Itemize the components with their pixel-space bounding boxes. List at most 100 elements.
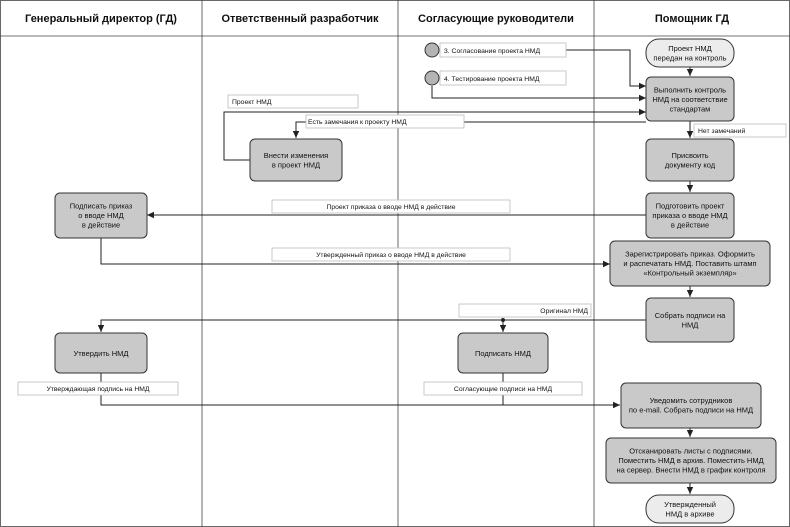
node-notify-shape [620,382,762,429]
node-text-line: НМД на соответствие [652,95,727,104]
label-approved-order-box [271,247,511,262]
node-text-line: документу код [665,161,716,170]
event-e4-label: 4. Тестирование проекта НМД [444,76,540,83]
connector-collect-approve [97,319,646,332]
label-remarks: Есть замечания к проекту НМД [308,119,407,126]
node-text-line: Уведомить сотрудников [650,396,733,405]
connector-check-fix [292,121,646,138]
branch-dot [501,318,505,322]
label-project-box [227,94,359,109]
node-text-line: на сервер. Внести НМД в график контроля [616,465,765,474]
node-text-line: Подготовить проект [656,201,725,210]
node-text-line: стандартам [670,104,711,113]
connector-fix-check [223,108,646,161]
node-text-line: НМД в архиве [665,510,714,519]
node-text-line: Отсканировать листы с подписями. [629,446,753,455]
label-remarks-box [305,114,465,129]
node-scan-text: Отсканировать листы с подписями.Поместит… [616,446,765,474]
node-text-line: Зарегистрировать приказ. Оформить [625,249,755,258]
node-start-shape [645,38,735,68]
label-approving-sign: Утверждающая подпись на НМД [46,386,149,393]
node-register-shape [609,240,771,287]
label-order-project: Проект приказа о вводе НМД в действие [326,203,455,211]
node-text-line: НМД [682,321,699,330]
node-prepare-order-shape [645,192,735,239]
event-e4-circle [424,70,440,86]
node-sign-nmd-shape [457,332,549,374]
node-approve: Утвердить НМД [54,332,148,374]
label-approving-sign-box [17,381,179,396]
node-text-line: приказа о вводе НМД [652,211,727,220]
node-text-line: «Контрольный экземпляр» [643,268,736,277]
node-sign-order-shape [54,192,148,239]
lane-header-director: Генеральный директор (ГД) [25,13,177,25]
node-text-line: в действие [82,220,120,229]
label-original-box [458,303,592,318]
connector-labels: Проект НМД Есть замечания к проекту НМД … [17,94,787,396]
node-text-line: Присвоить [671,151,708,160]
node-text-line: по e-mail. Собрать подписи на НМД [629,406,753,415]
node-text-line: Собрать подписи на [655,311,726,320]
label-project: Проект НМД [232,99,272,106]
node-text-line: в проект НМД [272,161,320,170]
node-text-line: о вводе НМД [78,211,124,220]
event-e3-label: 3. Согласование проекта НМД [444,48,540,55]
node-assign-code-shape [645,138,735,182]
node-text-line: Подписать НМД [475,349,531,358]
connector-sign-register [100,238,610,268]
event-e4-label-box [439,70,567,86]
label-agreeing-signs-box [423,381,583,396]
event-e3-circle [424,42,440,58]
node-text-line: Поместить НМД в архив. Поместить НМД [618,456,763,465]
event-e3: 3. Согласование проекта НМД [424,42,567,58]
connector-e4-check [431,86,646,102]
lane-header-managers: Согласующие руководители [418,13,574,25]
node-text-line: Утвержденный [664,500,716,509]
node-text-line: Проект НМД [668,44,712,53]
lane-header-developer: Ответственный разработчик [221,13,379,25]
node-text-line: Подписать приказ [70,201,133,210]
node-sign-nmd-text: Подписать НМД [475,349,531,358]
event-e3-label-box [439,42,567,58]
node-text-line: Внести изменения [264,151,328,160]
node-approve-shape [54,332,148,374]
node-text-line: и распечатать НМД. Поставить штамп [623,259,756,268]
node-text-line: передан на контроль [653,54,726,63]
node-end-shape [645,494,735,524]
node-text-line: Выполнить контроль [654,85,726,94]
node-sign-nmd: Подписать НМД [457,332,549,374]
lane-header-assistant: Помощник ГД [655,13,729,25]
label-original: Оригинал НМД [540,308,588,315]
node-scan: Отсканировать листы с подписями.Поместит… [605,437,777,484]
node-check-shape [645,76,735,122]
node-text-line: Утвердить НМД [73,349,128,358]
event-e4: 4. Тестирование проекта НМД [424,70,567,86]
node-approve-text: Утвердить НМД [73,349,128,358]
node-fix-shape [249,138,343,182]
node-text-line: в действие [671,220,709,229]
label-order-project-box [271,199,511,214]
label-no-remarks: Нет замечаний [698,127,745,135]
label-approved-order: Утвержденный приказ о вводе НМД в действ… [316,251,466,259]
